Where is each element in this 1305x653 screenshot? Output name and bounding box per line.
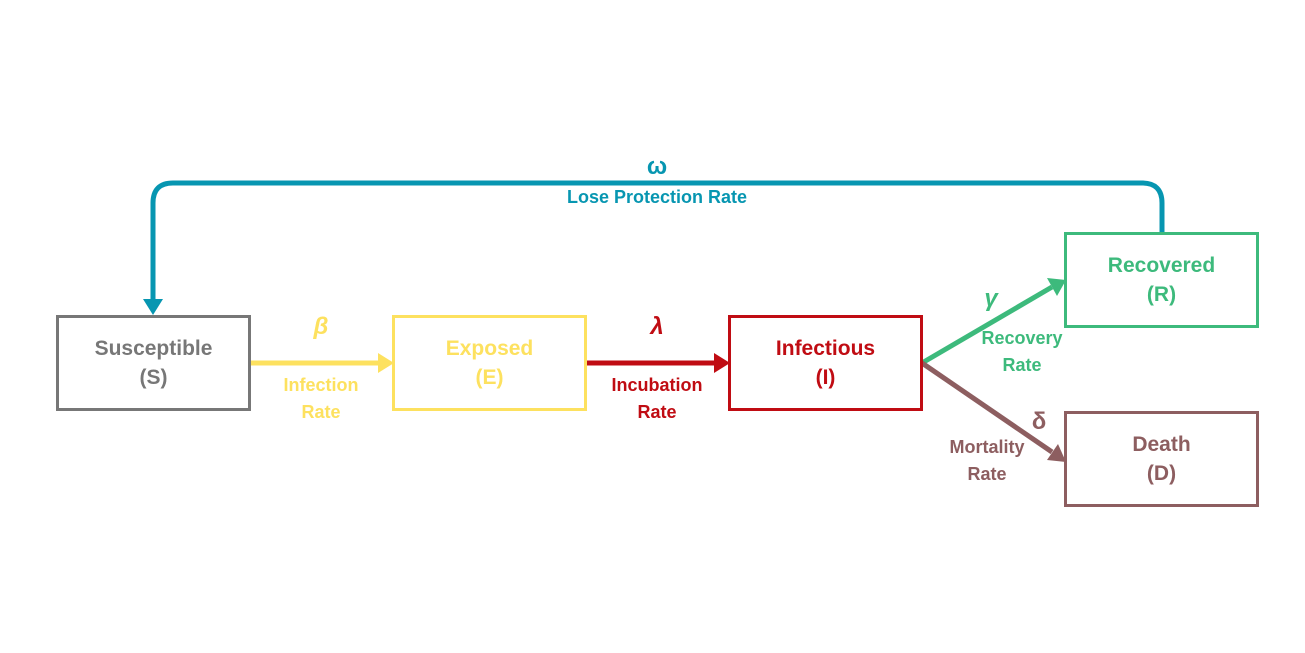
lose-protection-arrowhead (143, 299, 163, 315)
infectious-box: Infectious (I) (728, 315, 923, 411)
mortality-arrowhead (1047, 444, 1066, 462)
lose-protection-label: Lose Protection Rate (566, 187, 748, 207)
exposed-code: (E) (475, 366, 504, 389)
incubation-symbol: λ (650, 313, 664, 340)
mortality-label-line1: Mortality (949, 437, 1025, 457)
recovered-code: (R) (1146, 283, 1177, 306)
recovery-label-line2: Rate (1002, 355, 1042, 375)
recovered-name: Recovered (1107, 254, 1216, 277)
mortality-symbol: δ (1031, 408, 1047, 435)
incubation-label-line2: Rate (637, 402, 677, 422)
incubation-label-line1: Incubation (611, 375, 703, 395)
mortality-label: Mortality Rate (949, 434, 1024, 488)
infection-label-line2: Rate (301, 402, 341, 422)
lose-protection-symbol: ω (646, 153, 668, 180)
mortality-arrow (920, 360, 1054, 455)
death-code: (D) (1146, 462, 1177, 485)
infectious-code: (I) (815, 366, 836, 389)
infection-symbol: β (313, 313, 329, 340)
infection-label: Infection Rate (284, 372, 359, 426)
incubation-label: Incubation Rate (612, 372, 703, 426)
recovery-label: Recovery Rate (981, 325, 1062, 379)
recovery-symbol: γ (984, 285, 998, 312)
susceptible-name: Susceptible (94, 337, 213, 360)
susceptible-code: (S) (139, 366, 168, 389)
incubation-arrowhead (714, 353, 730, 373)
recovered-box: Recovered (R) (1064, 232, 1259, 328)
infection-arrowhead (378, 353, 394, 373)
mortality-label-line2: Rate (967, 464, 1007, 484)
exposed-name: Exposed (445, 337, 534, 360)
death-box: Death (D) (1064, 411, 1259, 507)
exposed-box: Exposed (E) (392, 315, 587, 411)
infection-label-line1: Infection (283, 375, 359, 395)
recovery-label-line1: Recovery (981, 328, 1063, 348)
recovery-arrow (920, 284, 1054, 366)
infectious-name: Infectious (775, 337, 876, 360)
death-name: Death (1132, 433, 1191, 456)
lose-protection-arrow (150, 180, 1165, 302)
susceptible-box: Susceptible (S) (56, 315, 251, 411)
recovery-arrowhead (1047, 278, 1066, 296)
